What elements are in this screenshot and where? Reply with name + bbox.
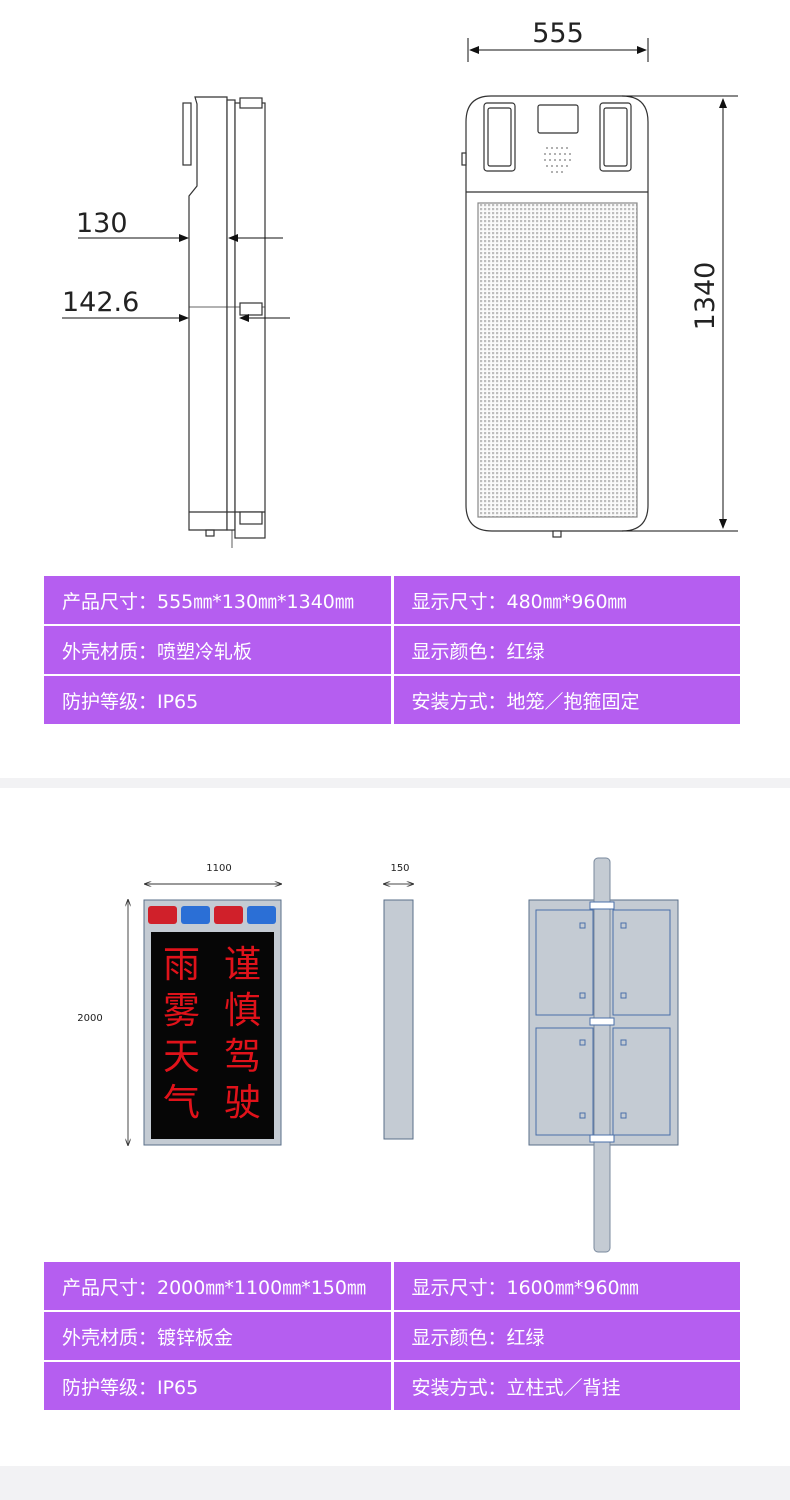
technical-drawing-1: 130 142.6 [62,18,738,548]
sign-depth-label: 150 [390,863,409,874]
indicator-light [181,906,210,924]
front-dimension-lines [467,38,738,532]
table-row: 产品尺寸：555㎜*130㎜*1340㎜ 显示尺寸：480㎜*960㎜ [44,576,740,624]
technical-drawing-2: 雨 雾 天 气 谨 慎 驾 驶 1100 2000 150 [77,857,679,1253]
sign-char: 气 [163,1081,200,1124]
led-display [151,932,274,1139]
indicator-light [148,906,177,924]
product-section-2: 雨 雾 天 气 谨 慎 驾 驶 1100 2000 150 [0,788,790,1466]
sign-char: 雾 [163,989,200,1032]
sign-char: 雨 [163,943,200,986]
sign-height-label: 2000 [77,1013,102,1024]
product-section-1: 130 142.6 [0,0,790,778]
spec-protection: 防护等级：IP65 [44,676,391,724]
sign-dimension-lines [128,884,413,1145]
spec-table-1: 产品尺寸：555㎜*130㎜*1340㎜ 显示尺寸：480㎜*960㎜ 外壳材质… [41,574,743,726]
sign-side-view [383,899,414,1140]
spec-material: 外壳材质：镀锌板金 [44,1312,391,1360]
spec-display-color: 显示颜色：红绿 [393,1312,740,1360]
width-label: 555 [532,18,584,49]
side-dimension-lines [62,234,290,322]
sign-char: 天 [163,1035,200,1078]
spec-protection: 防护等级：IP65 [44,1362,391,1410]
spec-table-2: 产品尺寸：2000㎜*1100㎜*150㎜ 显示尺寸：1600㎜*960㎜ 外壳… [41,1260,743,1412]
indicator-light [214,906,243,924]
spec-display-color: 显示颜色：红绿 [393,626,740,674]
speaker-grille [544,147,571,173]
depth-top-label: 130 [76,208,128,239]
spec-size: 产品尺寸：2000㎜*1100㎜*150㎜ [44,1262,391,1310]
table-row: 外壳材质：镀锌板金 显示颜色：红绿 [44,1312,740,1360]
sign-back-view [528,857,679,1253]
sign-char: 驾 [224,1035,261,1078]
spec-installation: 安装方式：立柱式／背挂 [393,1362,740,1410]
height-label: 1340 [690,262,721,331]
sign-char: 谨 [224,943,261,986]
spec-size: 产品尺寸：555㎜*130㎜*1340㎜ [44,576,391,624]
spec-installation: 安装方式：地笼／抱箍固定 [393,676,740,724]
spec-display-size: 显示尺寸：480㎜*960㎜ [393,576,740,624]
side-view [182,96,266,548]
indicator-light [247,906,276,924]
front-view [461,95,649,538]
sign-char: 慎 [224,989,261,1032]
sign-char: 驶 [224,1081,261,1124]
table-row: 防护等级：IP65 安装方式：地笼／抱箍固定 [44,676,740,724]
table-row: 防护等级：IP65 安装方式：立柱式／背挂 [44,1362,740,1410]
table-row: 产品尺寸：2000㎜*1100㎜*150㎜ 显示尺寸：1600㎜*960㎜ [44,1262,740,1310]
spec-material: 外壳材质：喷塑冷轧板 [44,626,391,674]
sign-width-label: 1100 [206,863,231,874]
sign-front-view: 雨 雾 天 气 谨 慎 驾 驶 [143,899,282,1146]
table-row: 外壳材质：喷塑冷轧板 显示颜色：红绿 [44,626,740,674]
depth-mid-label: 142.6 [62,287,139,318]
spec-display-size: 显示尺寸：1600㎜*960㎜ [393,1262,740,1310]
